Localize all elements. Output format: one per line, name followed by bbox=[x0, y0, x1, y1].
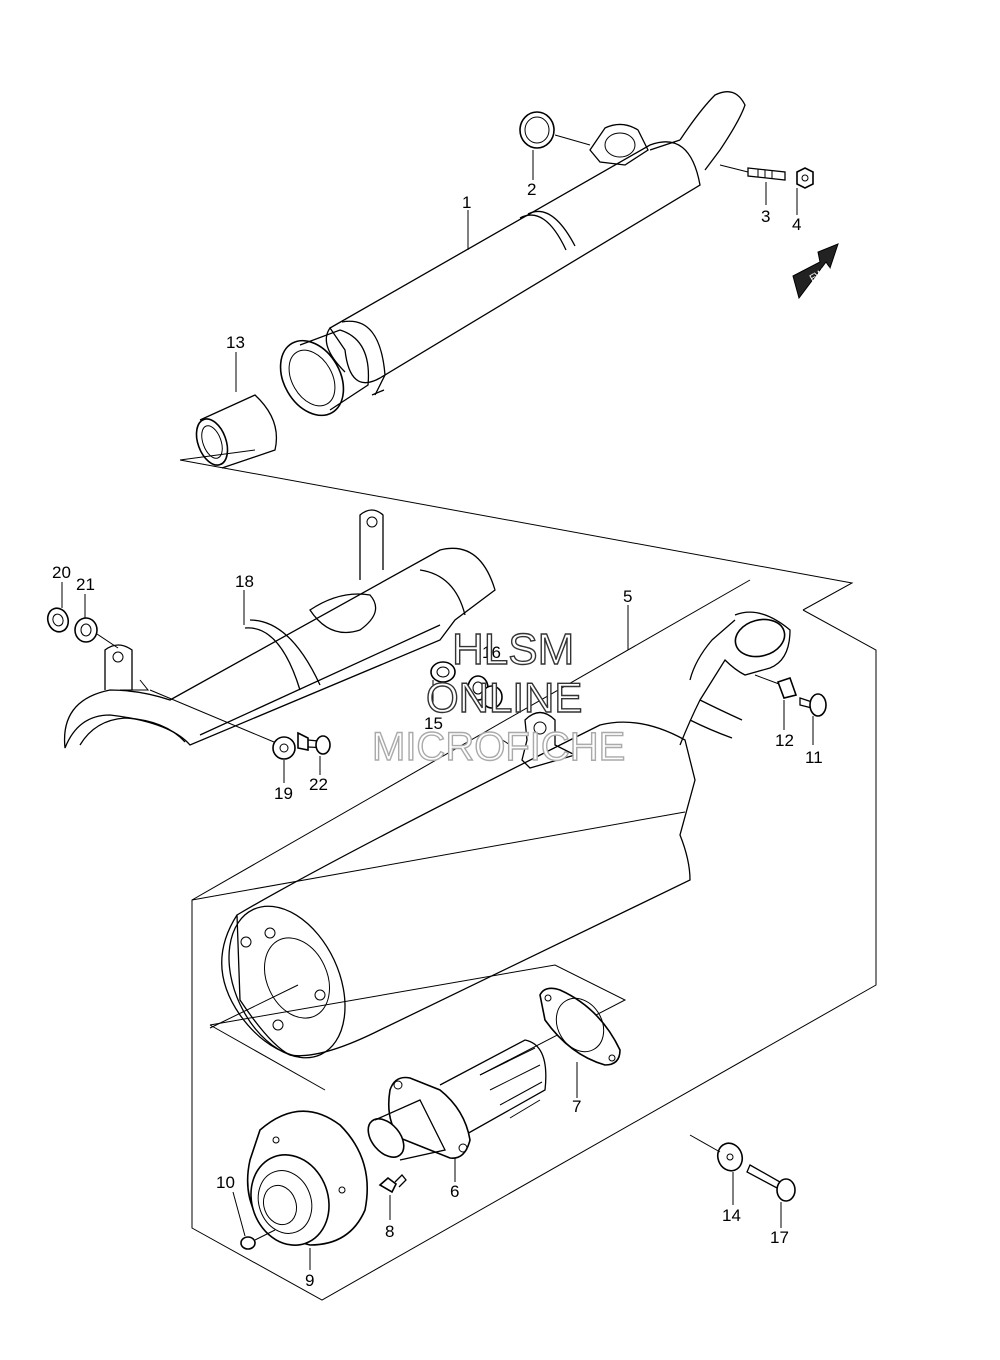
part-number-6: 6 bbox=[450, 1182, 459, 1201]
part-number-9: 9 bbox=[305, 1271, 314, 1290]
bushing-icon bbox=[430, 661, 503, 709]
part-number-21: 21 bbox=[76, 575, 95, 594]
part-number-20: 20 bbox=[52, 563, 71, 582]
part-number-11: 11 bbox=[805, 748, 823, 767]
spacer-icon bbox=[754, 674, 798, 699]
part-number-5: 5 bbox=[623, 587, 632, 606]
nut-icon bbox=[46, 607, 70, 633]
leader-lines bbox=[61, 150, 814, 1270]
part-labels: 1 2 3 4 5 6 7 8 9 10 11 12 13 14 15 16 1… bbox=[52, 180, 823, 1290]
screw-icon bbox=[240, 1229, 276, 1250]
part-number-1: 1 bbox=[462, 193, 471, 212]
bolt-icon bbox=[378, 1174, 407, 1194]
muffler-assembly bbox=[191, 611, 791, 1059]
sub-assembly-frame bbox=[209, 964, 627, 1091]
part-number-12: 12 bbox=[775, 731, 794, 750]
part-number-16: 16 bbox=[482, 643, 501, 662]
part-number-3: 3 bbox=[761, 207, 770, 226]
washer-icon bbox=[689, 1134, 744, 1172]
nut-icon bbox=[796, 167, 814, 189]
heat-shield-assembly bbox=[63, 509, 496, 749]
part-number-4: 4 bbox=[792, 215, 801, 234]
part-number-19: 19 bbox=[274, 784, 293, 803]
bolt-icon bbox=[746, 1164, 796, 1202]
bolt-icon bbox=[297, 731, 331, 755]
part-number-13: 13 bbox=[226, 333, 245, 352]
watermark-line-3: MICROFICHE bbox=[372, 725, 625, 769]
gasket-icon bbox=[539, 987, 621, 1066]
part-number-17: 17 bbox=[770, 1228, 789, 1247]
washer-icon bbox=[149, 689, 296, 760]
watermark-line-2: ONLINE bbox=[426, 674, 582, 721]
connector-pipe-icon bbox=[195, 394, 278, 469]
part-number-8: 8 bbox=[385, 1222, 394, 1241]
forward-direction-arrow-icon: FWD bbox=[792, 243, 839, 300]
end-cap-icon bbox=[246, 1110, 368, 1246]
part-number-14: 14 bbox=[722, 1206, 741, 1225]
part-number-15: 15 bbox=[424, 714, 443, 733]
part-number-2: 2 bbox=[527, 180, 536, 199]
part-number-18: 18 bbox=[235, 572, 254, 591]
stud-bolt-icon bbox=[719, 164, 786, 181]
part-number-10: 10 bbox=[216, 1173, 235, 1192]
watermark: HLSM ONLINE MICROFICHE bbox=[371, 624, 626, 769]
part-number-22: 22 bbox=[309, 775, 328, 794]
bolt-icon bbox=[799, 693, 827, 717]
exhaust-pipe-assembly bbox=[279, 91, 746, 417]
watermark-line-1: HLSM bbox=[452, 625, 574, 674]
spark-arrestor-icon bbox=[367, 1039, 547, 1161]
gasket-ring-icon bbox=[519, 111, 591, 149]
part-number-7: 7 bbox=[572, 1097, 581, 1116]
bushing-icon bbox=[74, 617, 119, 649]
